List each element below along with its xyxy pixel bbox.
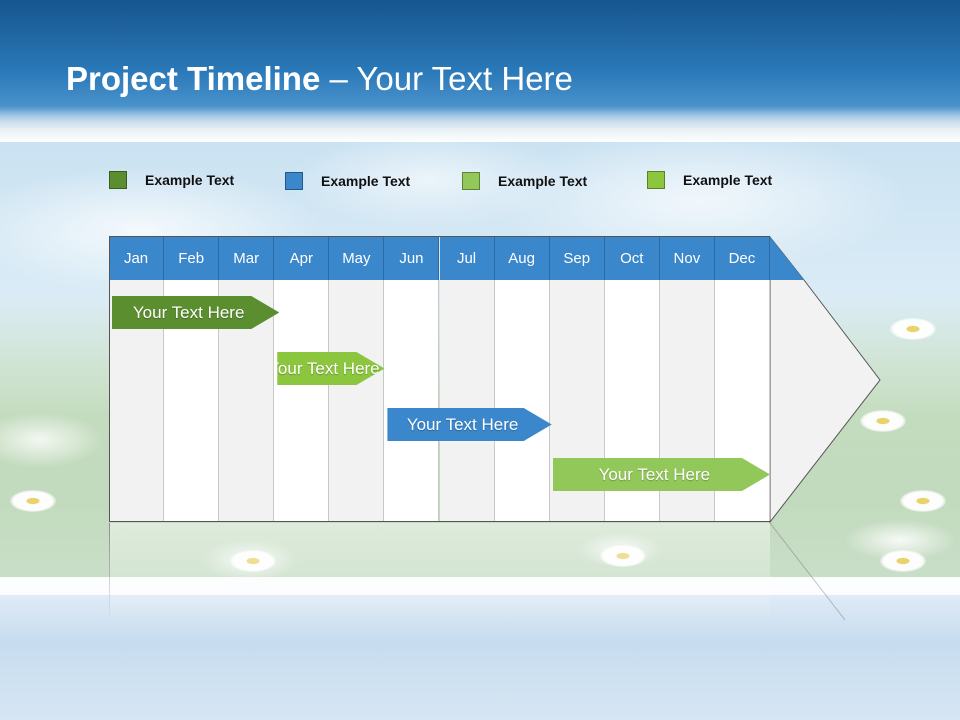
month-header-dec: Dec	[714, 237, 770, 280]
divider-band	[0, 577, 960, 595]
timeline-reflection	[109, 523, 770, 623]
month-header-oct: Oct	[604, 237, 660, 280]
arrowhead-body	[769, 235, 881, 524]
task-bar[interactable]: Your Text Here	[387, 408, 551, 441]
month-column-jan	[109, 237, 165, 521]
month-header-aug: Aug	[494, 237, 550, 280]
legend-item: Example Text	[462, 171, 587, 191]
timeline-frame	[109, 236, 770, 522]
daisy-decoration	[230, 550, 276, 572]
month-header-may: May	[329, 237, 385, 280]
daisy-decoration	[900, 490, 946, 512]
month-header-apr: Apr	[274, 237, 330, 280]
task-label: Your Text Here	[132, 302, 245, 322]
legend-item: Example Text	[647, 170, 772, 190]
slide-title-bold: Project Timeline	[66, 60, 321, 97]
legend-item: Example Text	[285, 171, 410, 191]
legend-swatch	[647, 171, 665, 189]
legend-swatch	[109, 171, 127, 189]
month-header-mar: Mar	[219, 237, 275, 280]
month-column-jul	[439, 237, 495, 521]
month-header-sep: Sep	[549, 237, 605, 280]
title-bar-fade	[0, 106, 960, 142]
daisy-decoration	[880, 550, 926, 572]
background-bottom-sky	[0, 578, 960, 720]
slide-title: Project Timeline – Your Text Here	[66, 60, 573, 98]
task-label: Your Text Here	[598, 464, 711, 484]
daisy-decoration	[860, 410, 906, 432]
month-column-jun	[384, 237, 440, 521]
task-bar[interactable]: Your Text Here	[553, 458, 770, 491]
month-header-jun: Jun	[384, 237, 440, 280]
arrowhead-header	[770, 237, 804, 280]
month-header-jul: Jul	[439, 237, 495, 280]
daisy-decoration	[890, 318, 936, 340]
month-column-mar	[219, 237, 275, 521]
month-header-jan: Jan	[109, 237, 165, 280]
task-label: Your Text Here	[406, 414, 519, 434]
legend-swatch	[285, 172, 303, 190]
legend-label: Example Text	[683, 172, 773, 188]
task-label: Your Text Here	[268, 358, 380, 378]
month-header-feb: Feb	[164, 237, 220, 280]
task-bar[interactable]: Your Text Here	[112, 296, 279, 329]
month-column-aug	[494, 237, 550, 521]
daisy-decoration	[10, 490, 56, 512]
daisy-decoration	[600, 545, 646, 567]
legend-label: Example Text	[321, 173, 411, 189]
timeline-reflection-edge	[109, 523, 110, 623]
legend-label: Example Text	[498, 173, 588, 189]
month-header-nov: Nov	[659, 237, 715, 280]
slide-title-rest: – Your Text Here	[320, 60, 573, 97]
legend-label: Example Text	[145, 172, 235, 188]
legend-item: Example Text	[109, 170, 234, 190]
month-column-feb	[164, 237, 220, 521]
legend-swatch	[462, 172, 480, 190]
arrowhead-reflection	[769, 522, 846, 621]
